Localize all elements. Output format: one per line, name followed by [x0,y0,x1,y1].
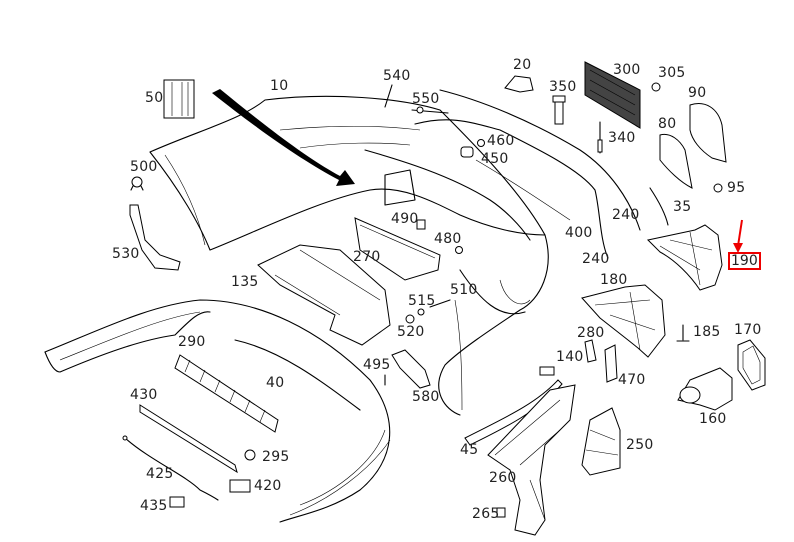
part-425-cable[interactable] [122,435,219,501]
label-435: 435 [140,498,168,514]
part-550-rivet[interactable] [411,106,449,114]
label-170: 170 [734,322,762,338]
part-50-bracket[interactable] [163,79,195,119]
part-10-bumper-cover[interactable] [149,95,549,416]
part-580-bracket[interactable] [391,349,431,389]
label-95: 95 [727,180,746,196]
part-250-bracket[interactable] [581,407,621,476]
label-45: 45 [460,442,479,458]
part-430-strip[interactable] [139,404,238,474]
part-510-bolt[interactable] [429,299,451,308]
label-550: 550 [412,91,440,107]
label-530: 530 [112,246,140,262]
label-250: 250 [626,437,654,453]
label-430: 430 [130,387,158,403]
label-340: 340 [608,130,636,146]
label-425: 425 [146,466,174,482]
label-460: 460 [487,133,515,149]
part-160-tailpipe-trim[interactable] [677,367,733,411]
label-540: 540 [383,68,411,84]
label-265: 265 [472,506,500,522]
part-500-clip[interactable] [130,176,144,191]
part-35-strip[interactable] [649,187,669,226]
label-495: 495 [363,357,391,373]
part-20-bracket[interactable] [504,75,534,93]
part-305-screw[interactable] [651,82,661,92]
part-270-beam[interactable] [354,217,441,281]
label-20: 20 [513,57,532,73]
label-490: 490 [391,211,419,227]
label-290: 290 [178,334,206,350]
part-490-clip[interactable] [416,219,426,230]
label-450: 450 [481,151,509,167]
part-45-strip[interactable] [464,379,563,446]
label-240-upper: 240 [612,207,640,223]
part-170-ring[interactable] [737,339,766,391]
part-135-carrier[interactable] [257,244,391,346]
part-40-lower-diffuser[interactable] [44,299,391,523]
label-300: 300 [613,62,641,78]
label-160: 160 [699,411,727,427]
part-140-clip[interactable] [539,366,555,376]
label-260: 260 [489,470,517,486]
label-400: 400 [565,225,593,241]
part-350-push-clip[interactable] [552,95,566,125]
part-280-clip[interactable] [584,339,597,363]
part-180-bracket[interactable] [581,284,666,358]
label-50: 50 [145,90,164,106]
part-290-grid-bracket[interactable] [174,354,279,433]
part-185-bolt[interactable] [676,324,690,342]
label-185: 185 [693,324,721,340]
part-400-trim-strip[interactable] [414,89,641,259]
part-435-connector[interactable] [169,496,185,508]
part-295-nut[interactable] [244,449,256,461]
part-95-nut[interactable] [713,183,723,193]
label-190-highlighted[interactable]: 190 [728,252,761,270]
label-470: 470 [618,372,646,388]
label-510: 510 [450,282,478,298]
label-295: 295 [262,449,290,465]
label-270: 270 [353,249,381,265]
label-90: 90 [688,85,707,101]
label-140: 140 [556,349,584,365]
label-80: 80 [658,116,677,132]
label-35: 35 [673,199,692,215]
label-135: 135 [231,274,259,290]
part-340-rivet[interactable] [597,121,603,154]
part-300-mesh-grille[interactable] [584,61,641,129]
part-265-nut[interactable] [496,507,506,518]
part-90-panel[interactable] [689,103,727,163]
highlight-arrow-icon [733,219,743,253]
part-520-nut[interactable] [405,314,415,324]
label-280: 280 [577,325,605,341]
part-190-bracket[interactable] [646,224,723,291]
part-515-washer[interactable] [417,308,425,316]
part-450-sensor[interactable] [460,146,474,158]
label-500: 500 [130,159,158,175]
label-480: 480 [434,231,462,247]
label-580: 580 [412,389,440,405]
label-350: 350 [549,79,577,95]
label-10: 10 [270,78,289,94]
label-420: 420 [254,478,282,494]
label-40: 40 [266,375,285,391]
part-540-pin[interactable] [384,84,393,108]
label-520: 520 [397,324,425,340]
part-530-bracket[interactable] [129,204,181,271]
part-260-bracket[interactable] [487,384,576,536]
part-80-bracket[interactable] [659,133,693,189]
part-470-pad[interactable] [604,344,618,383]
label-180: 180 [600,272,628,288]
label-240-lower: 240 [582,251,610,267]
part-460-clip[interactable] [477,139,485,147]
label-515: 515 [408,293,436,309]
part-420-module[interactable] [229,479,251,493]
label-305: 305 [658,65,686,81]
part-480-nut[interactable] [455,246,463,254]
direction-arrow-icon [212,89,355,186]
